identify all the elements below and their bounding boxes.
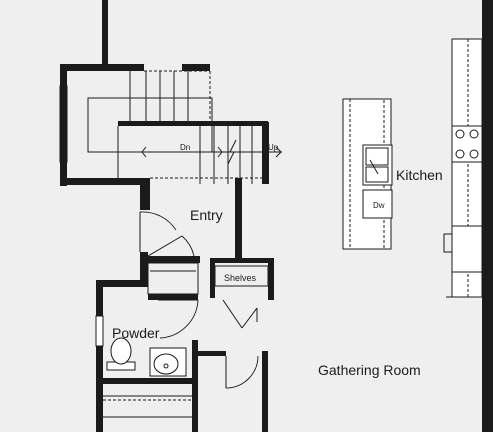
wall-entry-left: [140, 178, 150, 210]
powder-door-swing: [159, 299, 199, 339]
stair-up-label: Up: [268, 143, 279, 152]
stair-arrow-up: [275, 146, 282, 158]
wall-stair-top-left-stub: [102, 0, 108, 66]
stair-arrow-dn: [141, 146, 147, 158]
wall-hall-top: [196, 351, 226, 356]
powder-label: Powder: [112, 325, 160, 341]
kitchen-counter: [443, 38, 483, 298]
wall-powder-right: [192, 340, 198, 432]
refrigerator: [451, 225, 483, 273]
toilet-bowl: [110, 337, 132, 365]
wall-entry-left-lower: [140, 252, 148, 286]
dishwasher: [362, 189, 393, 219]
entry-label: Entry: [190, 207, 223, 223]
stair-break-line: [227, 139, 237, 165]
entry-door-swing: [139, 211, 177, 231]
stair-arrow-mid: [217, 146, 223, 158]
cooktop: [451, 125, 483, 163]
wall-stair-left: [60, 64, 67, 186]
hall-door-swing: [225, 355, 259, 389]
kitchen-island: Dw Kitchen: [342, 98, 443, 250]
island-overhang: [349, 98, 385, 250]
wall-powder-bottom: [96, 378, 198, 384]
shelves-label: Shelves: [224, 273, 257, 283]
shelves-door-leaf: [222, 299, 243, 329]
wall-shelves-left: [210, 258, 215, 298]
coat-closet: [147, 262, 199, 295]
coat-closet-door-leaf: [147, 235, 183, 257]
wall-closet-top: [148, 256, 200, 263]
wall-powder-top: [96, 280, 148, 287]
walls: [60, 0, 493, 432]
powder-window: [95, 315, 104, 347]
kitchen-label: Kitchen: [396, 167, 443, 183]
wall-hall-right: [262, 351, 268, 432]
dishwasher-label: Dw: [373, 201, 385, 210]
powder-room: Powder: [95, 299, 199, 377]
gathering-room-label: Gathering Room: [318, 362, 421, 378]
entry-area: Entry: [139, 207, 223, 295]
shelves-closet: Shelves: [214, 265, 269, 329]
wall-stair-right: [262, 122, 269, 184]
burner: [469, 129, 479, 139]
stair-window: [59, 85, 68, 163]
wall-stair-mid: [118, 121, 268, 126]
wall-stair-top-right: [182, 64, 210, 71]
wall-stair-bottom: [60, 178, 150, 185]
wall-shelves-right: [268, 258, 274, 300]
wall-stair-top: [60, 64, 144, 71]
wall-shelves-top: [214, 258, 274, 263]
stairs: Dn Up: [59, 70, 282, 184]
wall-powder-top-right: [148, 294, 198, 300]
wall-powder-left: [96, 280, 103, 432]
hall-closet: [103, 355, 259, 418]
burner: [455, 149, 465, 159]
coat-closet-door-swing: [181, 235, 195, 257]
burner: [455, 129, 465, 139]
wall-entry-right: [235, 178, 242, 258]
stair-dn-label: Dn: [180, 143, 190, 152]
burner: [469, 149, 479, 159]
wall-east-exterior: [482, 0, 493, 432]
